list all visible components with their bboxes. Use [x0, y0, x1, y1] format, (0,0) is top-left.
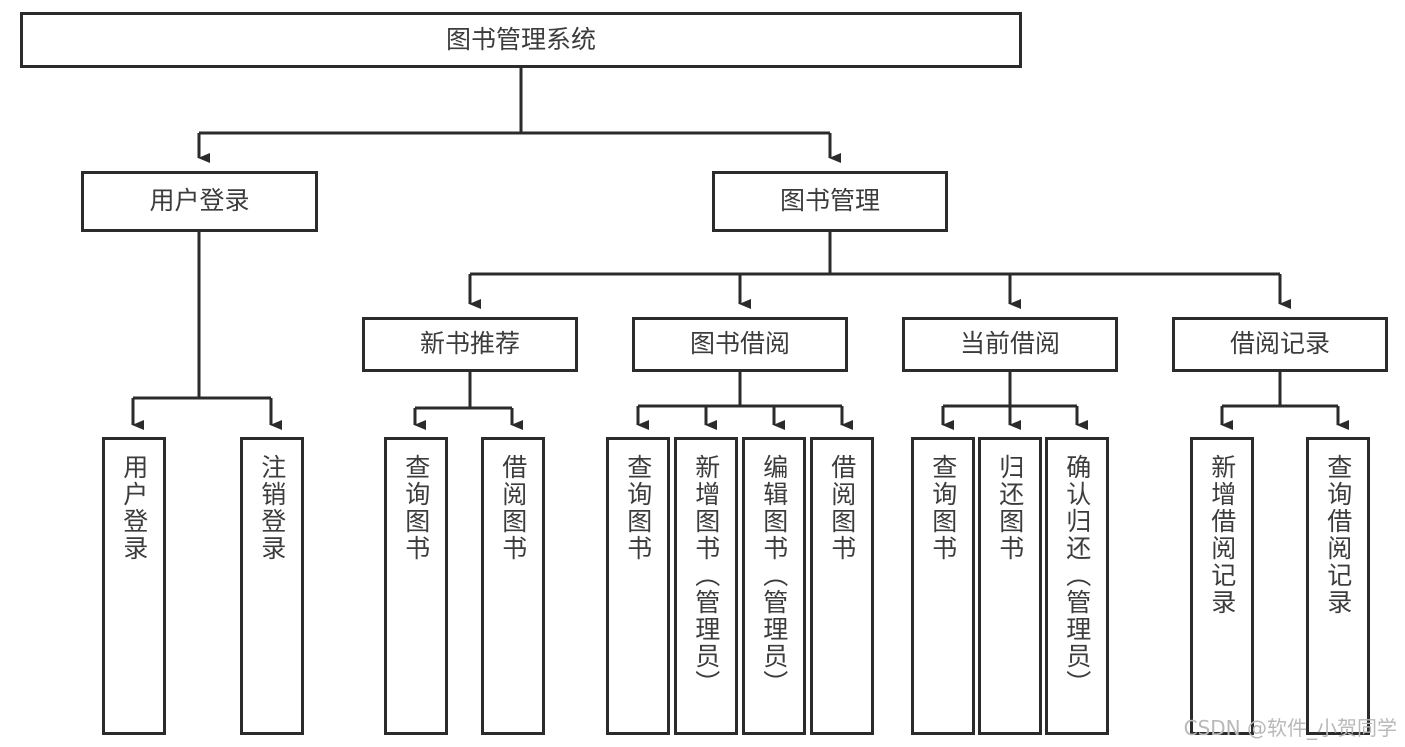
node-borrow-record[interactable]: 借阅记录	[1172, 317, 1388, 372]
leaf-book-borrow-query[interactable]: 查询图书	[606, 437, 670, 735]
leaf-borrow-record-query[interactable]: 查询借阅记录	[1306, 437, 1370, 735]
node-current-borrow[interactable]: 当前借阅	[902, 317, 1118, 372]
node-label: 图书借阅	[689, 329, 790, 359]
node-label: 归还图书	[995, 454, 1025, 562]
node-label: 图书管理	[779, 186, 880, 216]
node-label: 确认归还（管理员）	[1062, 454, 1092, 697]
node-label: 借阅图书	[827, 454, 857, 562]
node-label: 注销登录	[257, 454, 287, 562]
leaf-current-borrow-query[interactable]: 查询图书	[911, 437, 975, 735]
node-label: 编辑图书（管理员）	[759, 454, 789, 697]
watermark-text: CSDN @软件_小贺同学	[1183, 716, 1397, 740]
node-label: 新书推荐	[419, 329, 520, 359]
node-label: 借阅图书	[498, 454, 528, 562]
leaf-new-book-query[interactable]: 查询图书	[384, 437, 448, 735]
leaf-current-borrow-confirm-return[interactable]: 确认归还（管理员）	[1045, 437, 1109, 735]
node-label: 查询图书	[401, 454, 431, 562]
node-root-system[interactable]: 图书管理系统	[20, 12, 1022, 68]
leaf-book-borrow-edit[interactable]: 编辑图书（管理员）	[742, 437, 806, 735]
node-book-borrow[interactable]: 图书借阅	[632, 317, 848, 372]
node-label: 用户登录	[119, 454, 149, 562]
node-label: 用户登录	[149, 186, 250, 216]
node-label: 借阅记录	[1229, 329, 1330, 359]
node-book-management[interactable]: 图书管理	[712, 171, 948, 232]
node-user-login[interactable]: 用户登录	[81, 171, 318, 232]
leaf-current-borrow-return[interactable]: 归还图书	[978, 437, 1042, 735]
leaf-new-book-borrow[interactable]: 借阅图书	[481, 437, 545, 735]
node-label: 当前借阅	[959, 329, 1060, 359]
leaf-user-login-logout[interactable]: 注销登录	[240, 437, 304, 735]
node-new-book-recommend[interactable]: 新书推荐	[362, 317, 578, 372]
node-label: 查询图书	[623, 454, 653, 562]
leaf-book-borrow-add[interactable]: 新增图书（管理员）	[674, 437, 738, 735]
node-label: 新增借阅记录	[1207, 454, 1237, 616]
node-label: 新增图书（管理员）	[691, 454, 721, 697]
leaf-book-borrow-borrow[interactable]: 借阅图书	[810, 437, 874, 735]
leaf-borrow-record-add[interactable]: 新增借阅记录	[1190, 437, 1254, 735]
node-label: 查询图书	[928, 454, 958, 562]
node-label: 图书管理系统	[445, 24, 596, 54]
leaf-user-login-login[interactable]: 用户登录	[102, 437, 166, 735]
node-label: 查询借阅记录	[1323, 454, 1353, 616]
